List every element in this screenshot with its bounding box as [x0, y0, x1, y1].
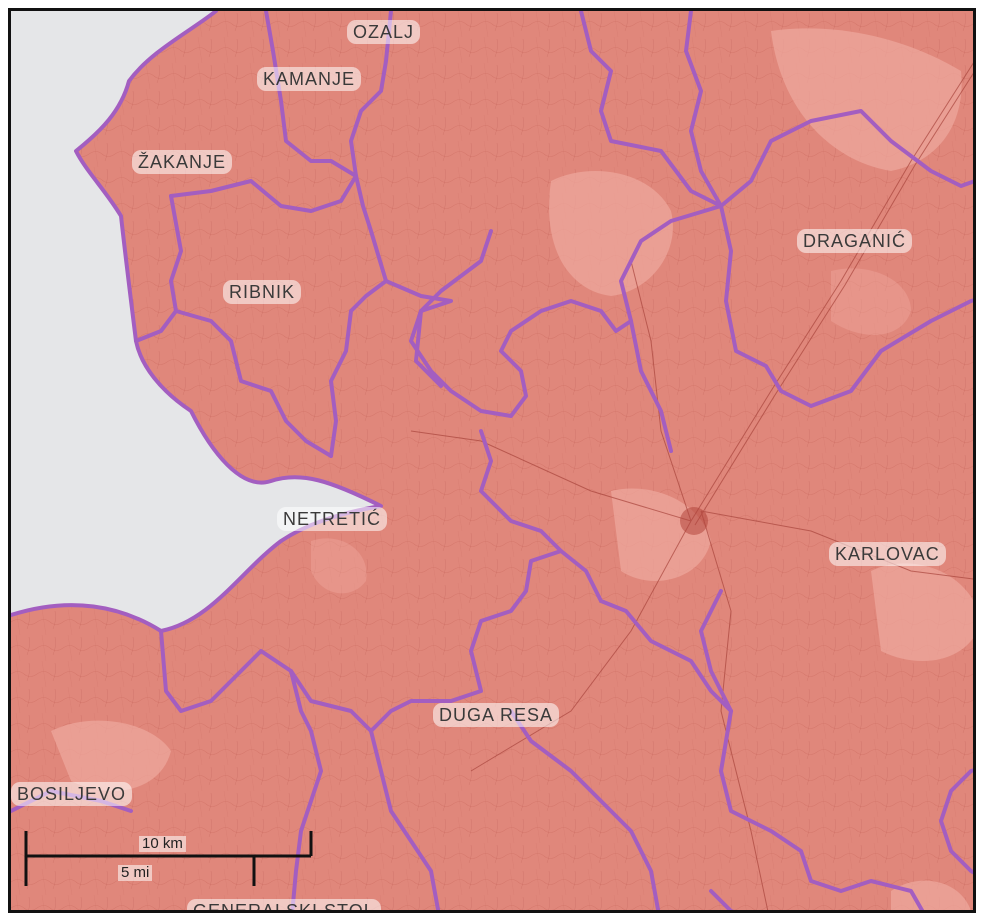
scale-bar-mi-label: 5 mi — [118, 865, 153, 881]
place-label-ribnik: RIBNIK — [223, 280, 302, 304]
place-label-kamanje: KAMANJE — [257, 67, 362, 91]
place-label-netretic: NETRETIĆ — [277, 507, 387, 531]
scale-bar-km-label: 10 km — [139, 836, 186, 852]
place-label-generalski-stol: GENERALSKI STOL — [187, 899, 381, 910]
roads — [410, 62, 973, 910]
municipal-boundaries — [11, 11, 973, 910]
place-label-bosiljevo: BOSILJEVO — [11, 782, 133, 806]
place-label-ozalj: OZALJ — [347, 20, 421, 44]
place-label-duga-resa: DUGA RESA — [433, 703, 560, 727]
place-label-zakanje: ŽAKANJE — [132, 150, 233, 174]
place-label-draganic: DRAGANIĆ — [797, 229, 913, 253]
map-frame[interactable]: OZALJ KAMANJE ŽAKANJE RIBNIK DRAGANIĆ NE… — [8, 8, 976, 913]
map-canvas[interactable] — [11, 11, 976, 913]
scale-bar — [24, 831, 313, 886]
light-land-patches — [51, 28, 973, 910]
place-label-karlovac: KARLOVAC — [829, 542, 946, 566]
